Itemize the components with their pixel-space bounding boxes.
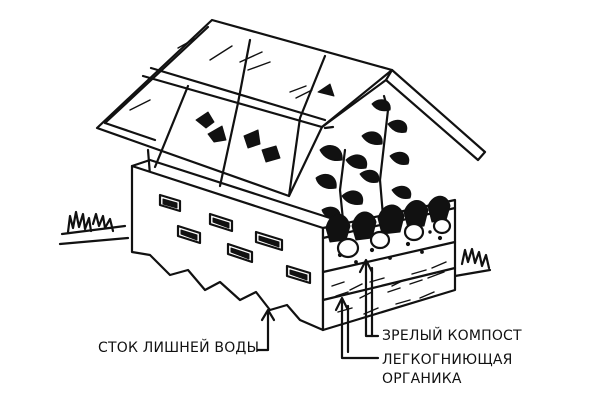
up-arrow-icon-drain (256, 308, 276, 352)
front-wall (130, 158, 332, 332)
easily-decomposing-organic-label: ЛЕГКОГНИЮЩАЯ ОРГАНИКА (382, 351, 513, 389)
up-arrow-icon-organic (334, 296, 380, 360)
grass-left (58, 210, 130, 246)
greenhouse-roof-right (320, 68, 487, 162)
grass-right (453, 247, 492, 278)
excess-water-drain-label: СТОК ЛИШНЕЙ ВОДЫ (98, 340, 260, 356)
greenhouse-roof-left (95, 18, 394, 198)
organic-label-line1: ЛЕГКОГНИЮЩАЯ (382, 352, 513, 368)
mature-compost-label: ЗРЕЛЫЙ КОМПОСТ (382, 328, 522, 344)
organic-label-line2: ОРГАНИКА (382, 371, 462, 387)
up-arrow-icon-compost (358, 258, 380, 338)
planted-seedlings (315, 94, 452, 259)
vent-holes (158, 193, 312, 285)
